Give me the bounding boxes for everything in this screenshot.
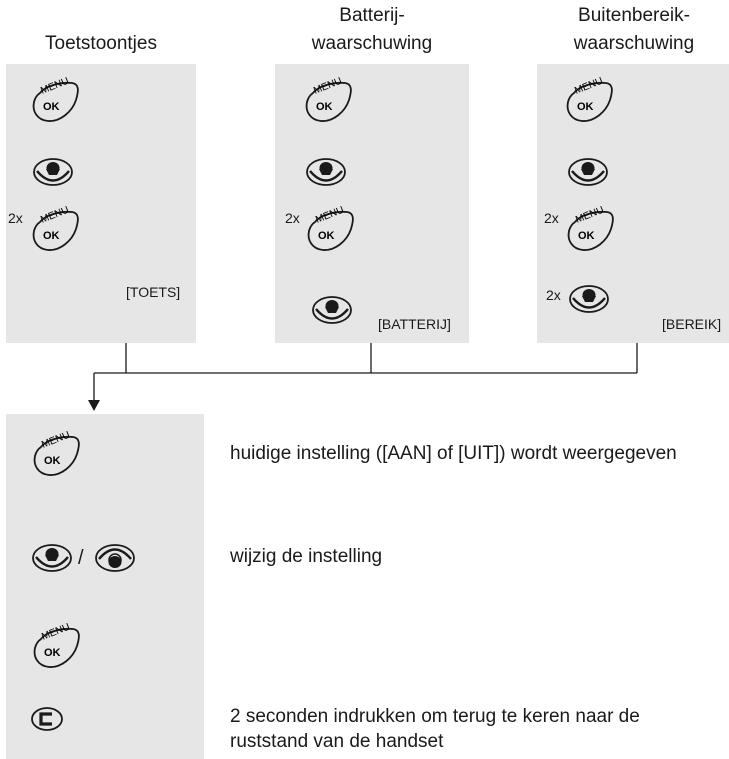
svg-text:MENU: MENU [40, 430, 71, 451]
svg-text:MENU: MENU [573, 76, 604, 97]
svg-text:OK: OK [44, 455, 61, 467]
navigation-up-key-icon[interactable] [93, 542, 137, 574]
svg-text:OK: OK [44, 647, 61, 659]
panel-tones [6, 64, 196, 343]
menu-ok-key-icon[interactable]: MENU OK [305, 205, 365, 255]
menu-ok-key-icon[interactable]: MENU OK [565, 205, 625, 255]
svg-text:MENU: MENU [39, 205, 70, 226]
multiplier-label: 2x [544, 210, 559, 226]
menu-ok-key-icon[interactable]: MENU OK [303, 76, 363, 126]
heading-battery-line2: waarschuwing [311, 33, 433, 54]
multiplier-label: 2x [8, 210, 23, 226]
step-2-description: wijzig de instelling [230, 546, 383, 567]
svg-text:OK: OK [43, 230, 60, 242]
step-4-description: 2 seconden indrukken om terug te keren n… [230, 704, 640, 754]
heading-range: Buitenbereik- waarschuwing [537, 2, 729, 58]
navigation-down-key-icon[interactable] [310, 294, 354, 326]
step-4-line1: 2 seconden indrukken om terug te keren n… [230, 706, 640, 727]
menu-ok-key-icon[interactable]: MENU OK [31, 430, 91, 480]
multiplier-label: 2x [285, 210, 300, 226]
menu-ok-key-icon[interactable]: MENU OK [31, 622, 91, 672]
svg-text:MENU: MENU [574, 205, 605, 226]
step-4-line2: ruststand van de handset [230, 731, 444, 752]
navigation-down-key-icon[interactable] [31, 156, 75, 188]
slash-separator: / [78, 547, 84, 569]
svg-text:OK: OK [578, 230, 595, 242]
svg-text:MENU: MENU [312, 76, 343, 97]
label-batterij: [BATTERIJ] [378, 316, 451, 332]
heading-battery: Batterij- waarschuwing [275, 2, 469, 58]
svg-text:MENU: MENU [39, 76, 70, 97]
label-bereik: [BEREIK] [662, 316, 722, 332]
svg-text:MENU: MENU [314, 205, 345, 226]
heading-range-line1: Buitenbereik- [578, 5, 690, 26]
heading-range-line2: waarschuwing [573, 33, 695, 54]
navigation-down-key-icon[interactable] [304, 156, 348, 188]
heading-tones: Toetstoontjes [45, 33, 157, 54]
clear-key-icon[interactable] [30, 706, 64, 732]
navigation-down-key-icon[interactable] [566, 156, 610, 188]
multiplier-label: 2x [546, 287, 561, 303]
menu-ok-key-icon[interactable]: MENU OK [30, 205, 90, 255]
navigation-down-key-icon[interactable] [30, 542, 74, 574]
label-toets: [TOETS] [126, 284, 181, 300]
arrow-down-icon [88, 400, 100, 411]
svg-text:OK: OK [318, 230, 335, 242]
heading-battery-line1: Batterij- [339, 5, 405, 26]
menu-ok-key-icon[interactable]: MENU OK [564, 76, 624, 126]
svg-text:OK: OK [577, 101, 594, 113]
svg-text:OK: OK [316, 101, 333, 113]
svg-text:OK: OK [43, 101, 60, 113]
step-1-description: huidige instelling ([AAN] of [UIT]) word… [230, 443, 677, 464]
menu-ok-key-icon[interactable]: MENU OK [30, 76, 90, 126]
svg-text:MENU: MENU [40, 622, 71, 643]
navigation-down-key-icon[interactable] [567, 283, 611, 315]
